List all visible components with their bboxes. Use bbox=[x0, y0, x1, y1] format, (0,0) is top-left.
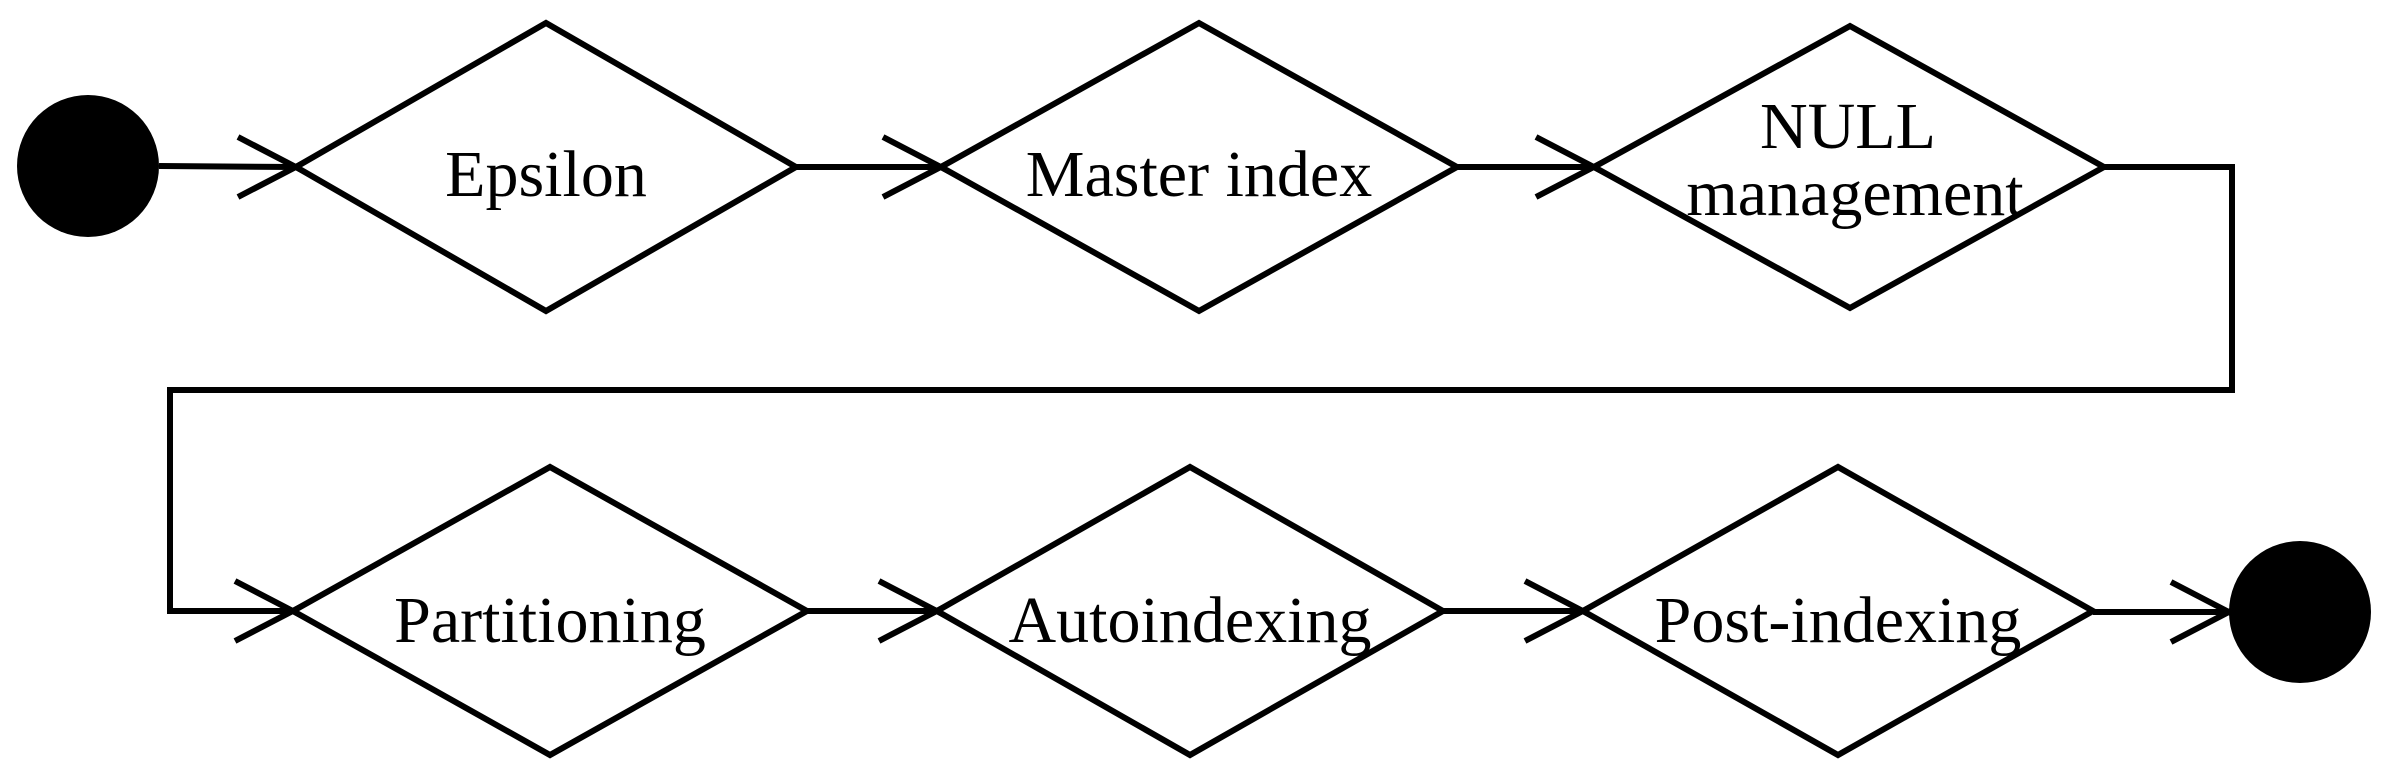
decision-node-autoindexing bbox=[930, 463, 1450, 759]
edge-start-to-epsilon bbox=[158, 163, 297, 170]
node-label-null-management-line2: management bbox=[1686, 157, 2023, 230]
decision-node-post-indexing bbox=[1576, 463, 2100, 759]
node-label-null-management: NULL management bbox=[1686, 90, 2023, 230]
final-node bbox=[2229, 541, 2371, 683]
node-label-null-management-line1: NULL bbox=[1760, 90, 1934, 163]
node-label-post-indexing: Post-indexing bbox=[1655, 584, 2022, 657]
node-label-master-index: Master index bbox=[1026, 138, 1372, 211]
node-label-epsilon: Epsilon bbox=[445, 138, 647, 211]
node-label-autoindexing: Autoindexing bbox=[1009, 584, 1372, 657]
decision-node-epsilon bbox=[289, 19, 803, 315]
initial-node bbox=[17, 95, 159, 237]
decision-node-null-management bbox=[1587, 22, 2111, 312]
decision-node-partitioning bbox=[286, 463, 814, 759]
node-label-partitioning: Partitioning bbox=[394, 584, 706, 657]
edge-null-management-to-partitioning bbox=[167, 164, 2235, 614]
decision-node-master-index bbox=[934, 19, 1464, 315]
